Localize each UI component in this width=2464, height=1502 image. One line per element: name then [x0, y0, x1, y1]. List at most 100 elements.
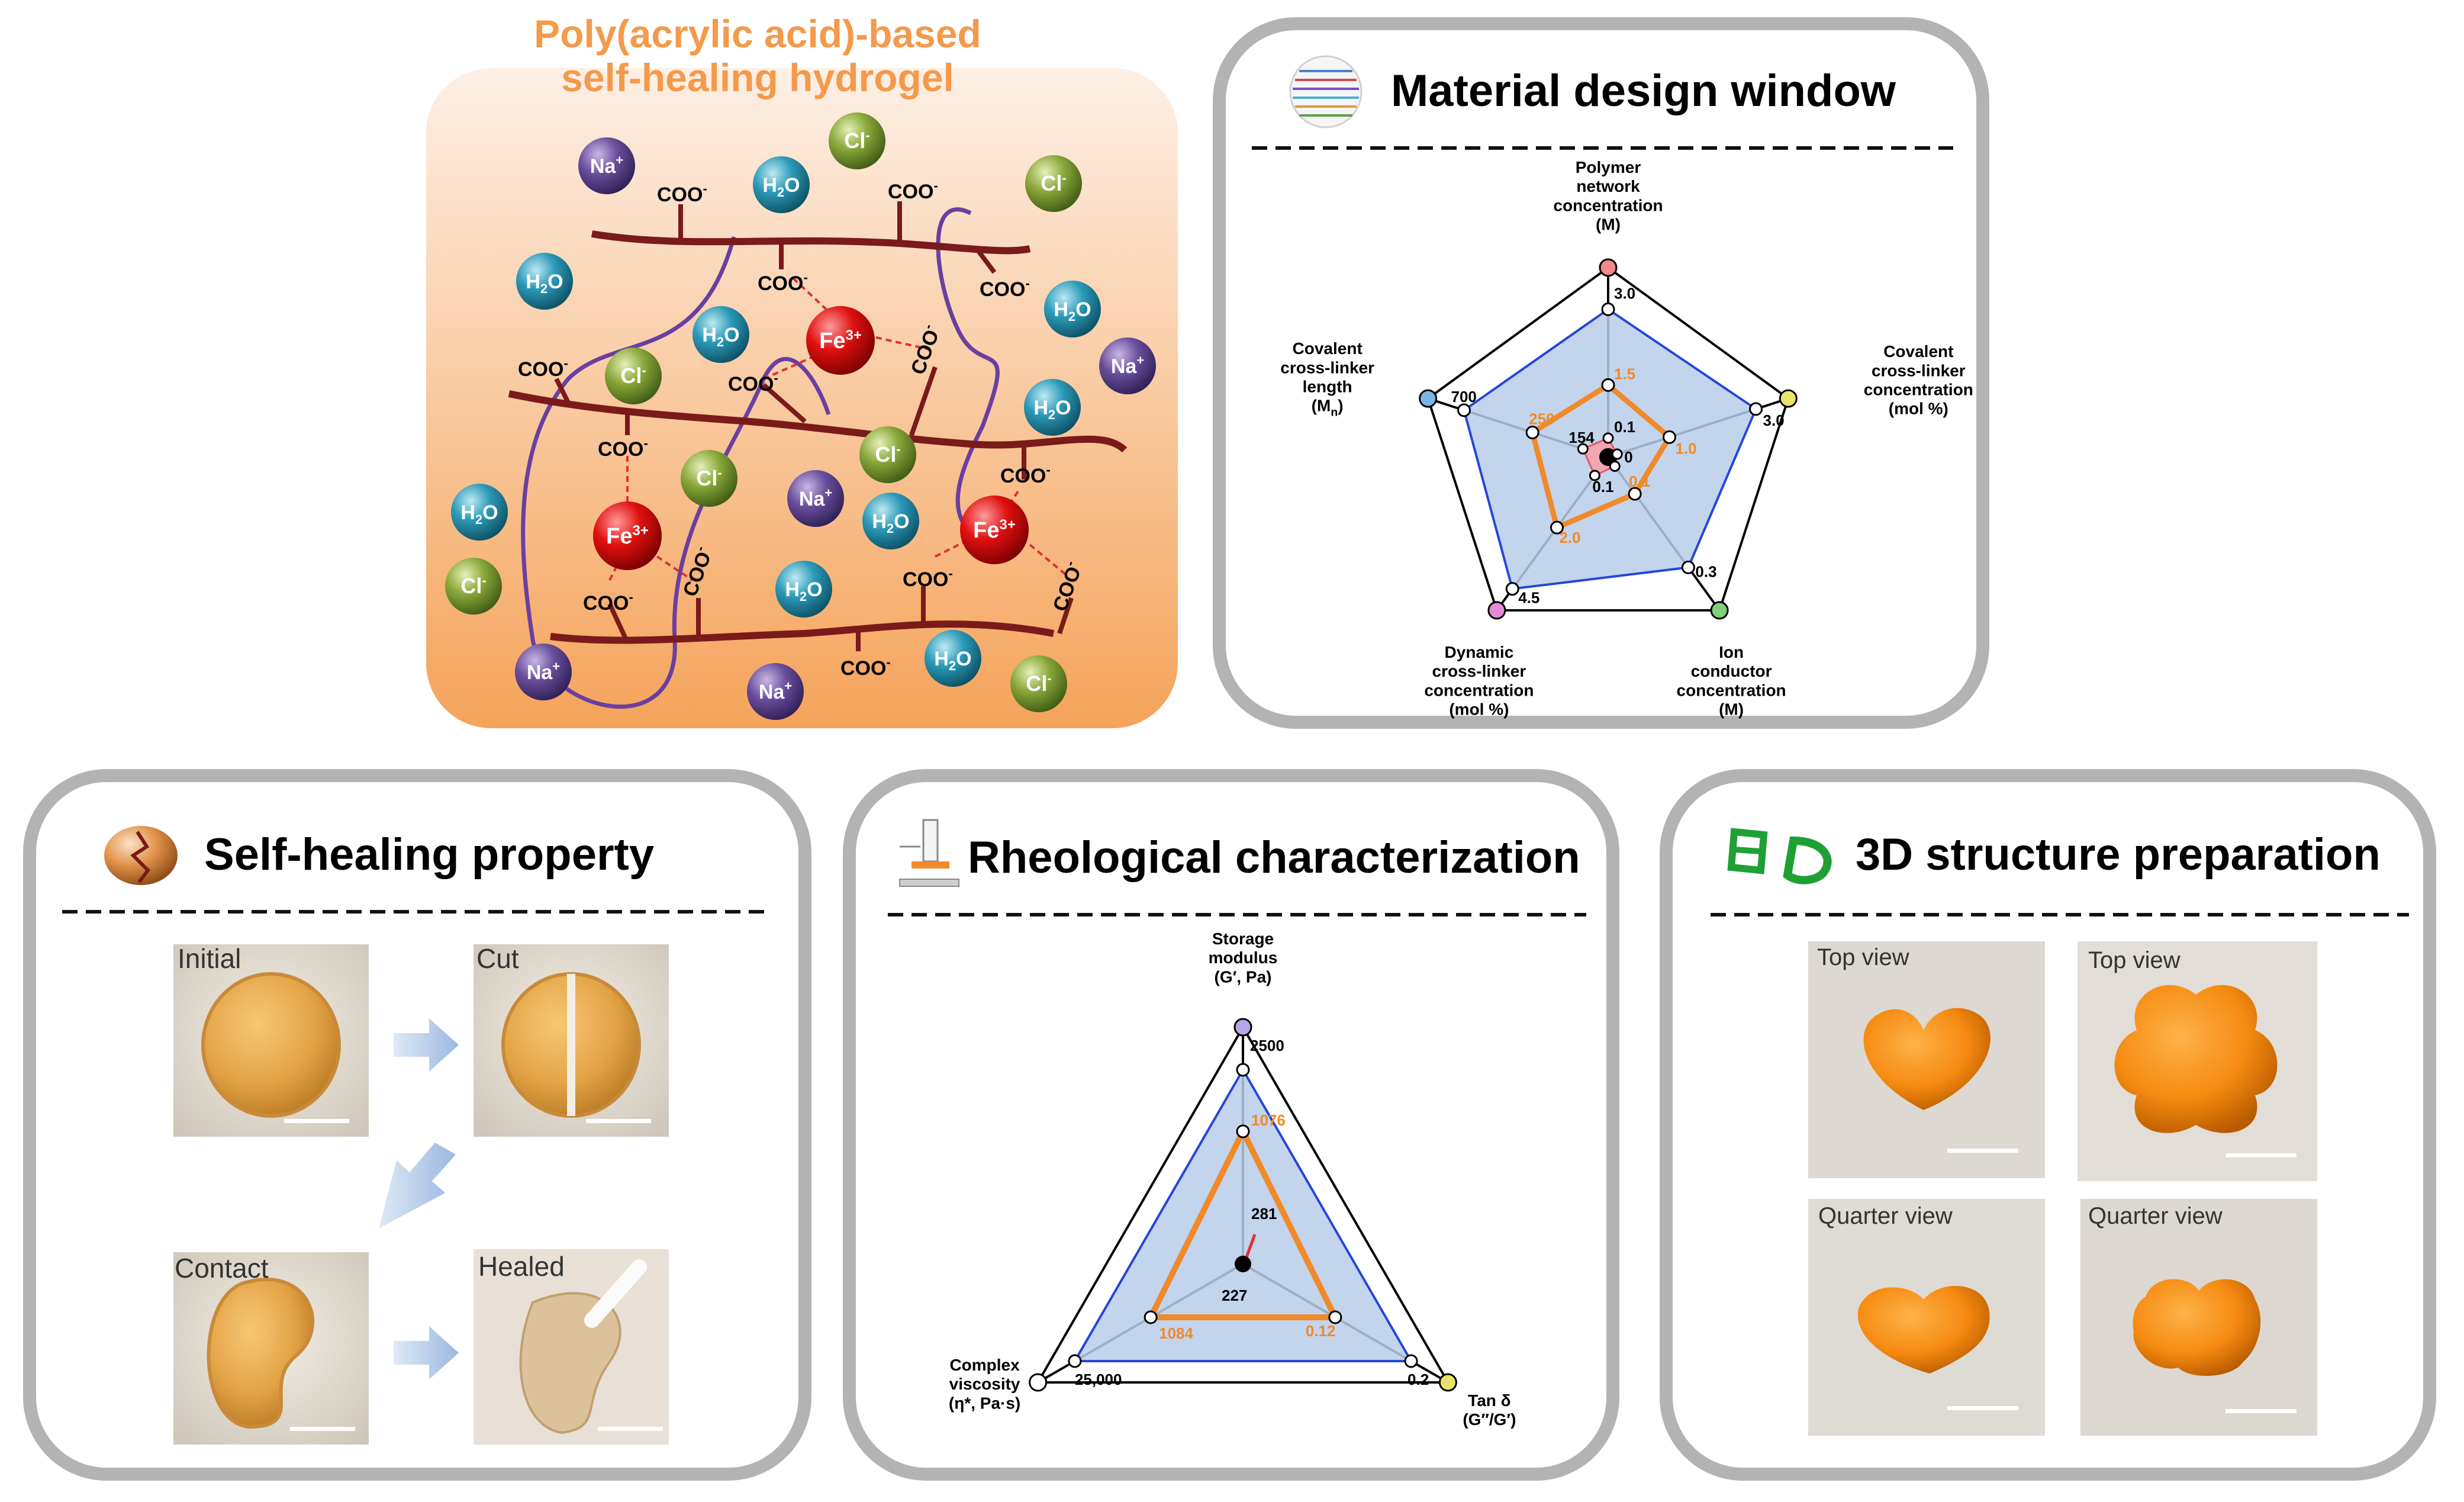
- axis-end-marker: [1029, 1373, 1048, 1392]
- arrow-down-left-icon: [379, 1143, 456, 1228]
- sodium-ion: [515, 644, 572, 700]
- side-chains: [554, 201, 1074, 651]
- coo-label: COO-: [758, 270, 808, 295]
- axis-end-marker: [1710, 601, 1729, 620]
- water-molecule: [451, 484, 508, 541]
- inner-value-marker: [1662, 430, 1676, 444]
- arrow-right-icon: [394, 1326, 459, 1379]
- sodium-ion-label: Na+: [799, 485, 832, 510]
- iron-ion-label: Fe3+: [819, 327, 862, 353]
- chloride-ion: [445, 558, 502, 615]
- radar-markers: [1419, 258, 1798, 620]
- water-molecule-label: H2O: [460, 501, 498, 527]
- water-molecule: [1024, 379, 1081, 436]
- arrow-right-icon: [394, 1018, 459, 1072]
- rheology-frame: [843, 769, 1619, 1481]
- center-value-label: 227: [1222, 1286, 1247, 1304]
- water-molecule-label: H2O: [934, 648, 971, 673]
- coo-label: COO-: [903, 566, 953, 591]
- chloride-ion-label: Cl-: [460, 573, 486, 598]
- sodium-ion: [787, 470, 844, 527]
- coo-label: COO-: [1000, 462, 1051, 487]
- coo-label: COO-: [888, 178, 938, 203]
- sodium-ion-label: Na+: [1111, 353, 1144, 378]
- axis-end-marker: [1779, 389, 1798, 408]
- water-molecule-label: H2O: [1054, 298, 1091, 324]
- panel-frames: [23, 17, 2436, 1481]
- outer-value-marker: [1601, 302, 1615, 316]
- axis-end-marker: [1438, 1373, 1457, 1392]
- polymer-backbones: [508, 230, 1128, 644]
- radar-series-inner: [1146, 1124, 1340, 1320]
- water-molecule: [693, 306, 749, 363]
- outer-value-marker: [1681, 560, 1695, 574]
- center-value-label: 0.1: [1592, 478, 1613, 496]
- axis-end-marker: [1233, 1018, 1252, 1037]
- water-molecule-label: H2O: [762, 174, 800, 200]
- sodium-ions: Na+ Na+ Na+ Na+ Na+: [515, 137, 1156, 720]
- inner-value-label: 2.0: [1559, 529, 1580, 546]
- outer-value-label: 3.0: [1614, 284, 1635, 302]
- radar-origin-dot: [1235, 1256, 1251, 1272]
- structure-3d-frame: [1660, 769, 2436, 1481]
- inner-value-label: 1.0: [1675, 439, 1696, 457]
- iron-ions: Fe3+ Fe3+ Fe3+: [593, 306, 1029, 570]
- outer-value-label: 0.3: [1695, 562, 1716, 580]
- inner-value-marker: [1550, 520, 1564, 535]
- sodium-ion: [1099, 337, 1156, 394]
- axis-end-marker: [1487, 601, 1506, 620]
- radar-grid-outline: [1426, 266, 1790, 612]
- inner-value-label: 0.12: [1306, 1322, 1336, 1340]
- self-healing-photos: [173, 944, 669, 1445]
- radar-markers: [1029, 1018, 1457, 1392]
- axis-end-marker: [1599, 258, 1618, 277]
- center-value-marker: [1602, 432, 1614, 444]
- center-value-label: 0: [1624, 448, 1632, 466]
- hydrogel-schematic: COO- COO- COO- COO- COO- COO- COO- COO- …: [426, 68, 1178, 728]
- network-globe-icon: [1289, 55, 1363, 128]
- sodium-ion-label: Na+: [527, 659, 560, 684]
- self-healing-frame: [23, 769, 811, 1481]
- chloride-ion: [829, 112, 885, 169]
- chloride-ion: [859, 426, 916, 483]
- water-molecules: H2O H2O H2O H2O H2O H2O H2O H2O H2O: [451, 156, 1101, 687]
- water-molecule: [753, 156, 810, 213]
- water-molecule-label: H2O: [702, 324, 739, 349]
- inner-value-marker: [1236, 1124, 1250, 1138]
- outer-value-marker: [1404, 1354, 1418, 1368]
- inner-value-marker: [1628, 487, 1642, 501]
- iron-ion: [593, 501, 662, 570]
- outer-value-marker: [1749, 402, 1763, 416]
- water-molecule-label: H2O: [526, 271, 563, 296]
- iron-ion-label: Fe3+: [606, 523, 649, 549]
- center-value-marker: [1609, 461, 1621, 472]
- chloride-ion-label: Cl-: [1041, 171, 1066, 195]
- inner-value-marker: [1601, 378, 1615, 392]
- outer-value-marker: [1505, 582, 1519, 596]
- radar-series-outer: [1072, 1067, 1413, 1362]
- chloride-ion-label: Cl-: [696, 465, 722, 490]
- center-value-label: 281: [1251, 1205, 1277, 1223]
- chloride-ions: Cl- Cl- Cl- Cl- Cl- Cl- Cl-: [445, 112, 1082, 712]
- inner-value-label: 0.1: [1629, 472, 1650, 490]
- outer-value-label: 25,000: [1075, 1371, 1122, 1388]
- inner-value-label: 1084: [1159, 1324, 1193, 1342]
- radar-grid-outline: [1036, 1024, 1450, 1384]
- center-value-marker: [1611, 448, 1623, 460]
- outer-value-marker: [1457, 403, 1471, 417]
- inner-value-marker: [1328, 1310, 1342, 1324]
- 3d-printer-icon: [1727, 828, 1832, 885]
- axis-end-marker: [1419, 389, 1438, 408]
- rheometer-icon: [899, 819, 959, 887]
- sodium-ion-label: Na+: [590, 153, 623, 178]
